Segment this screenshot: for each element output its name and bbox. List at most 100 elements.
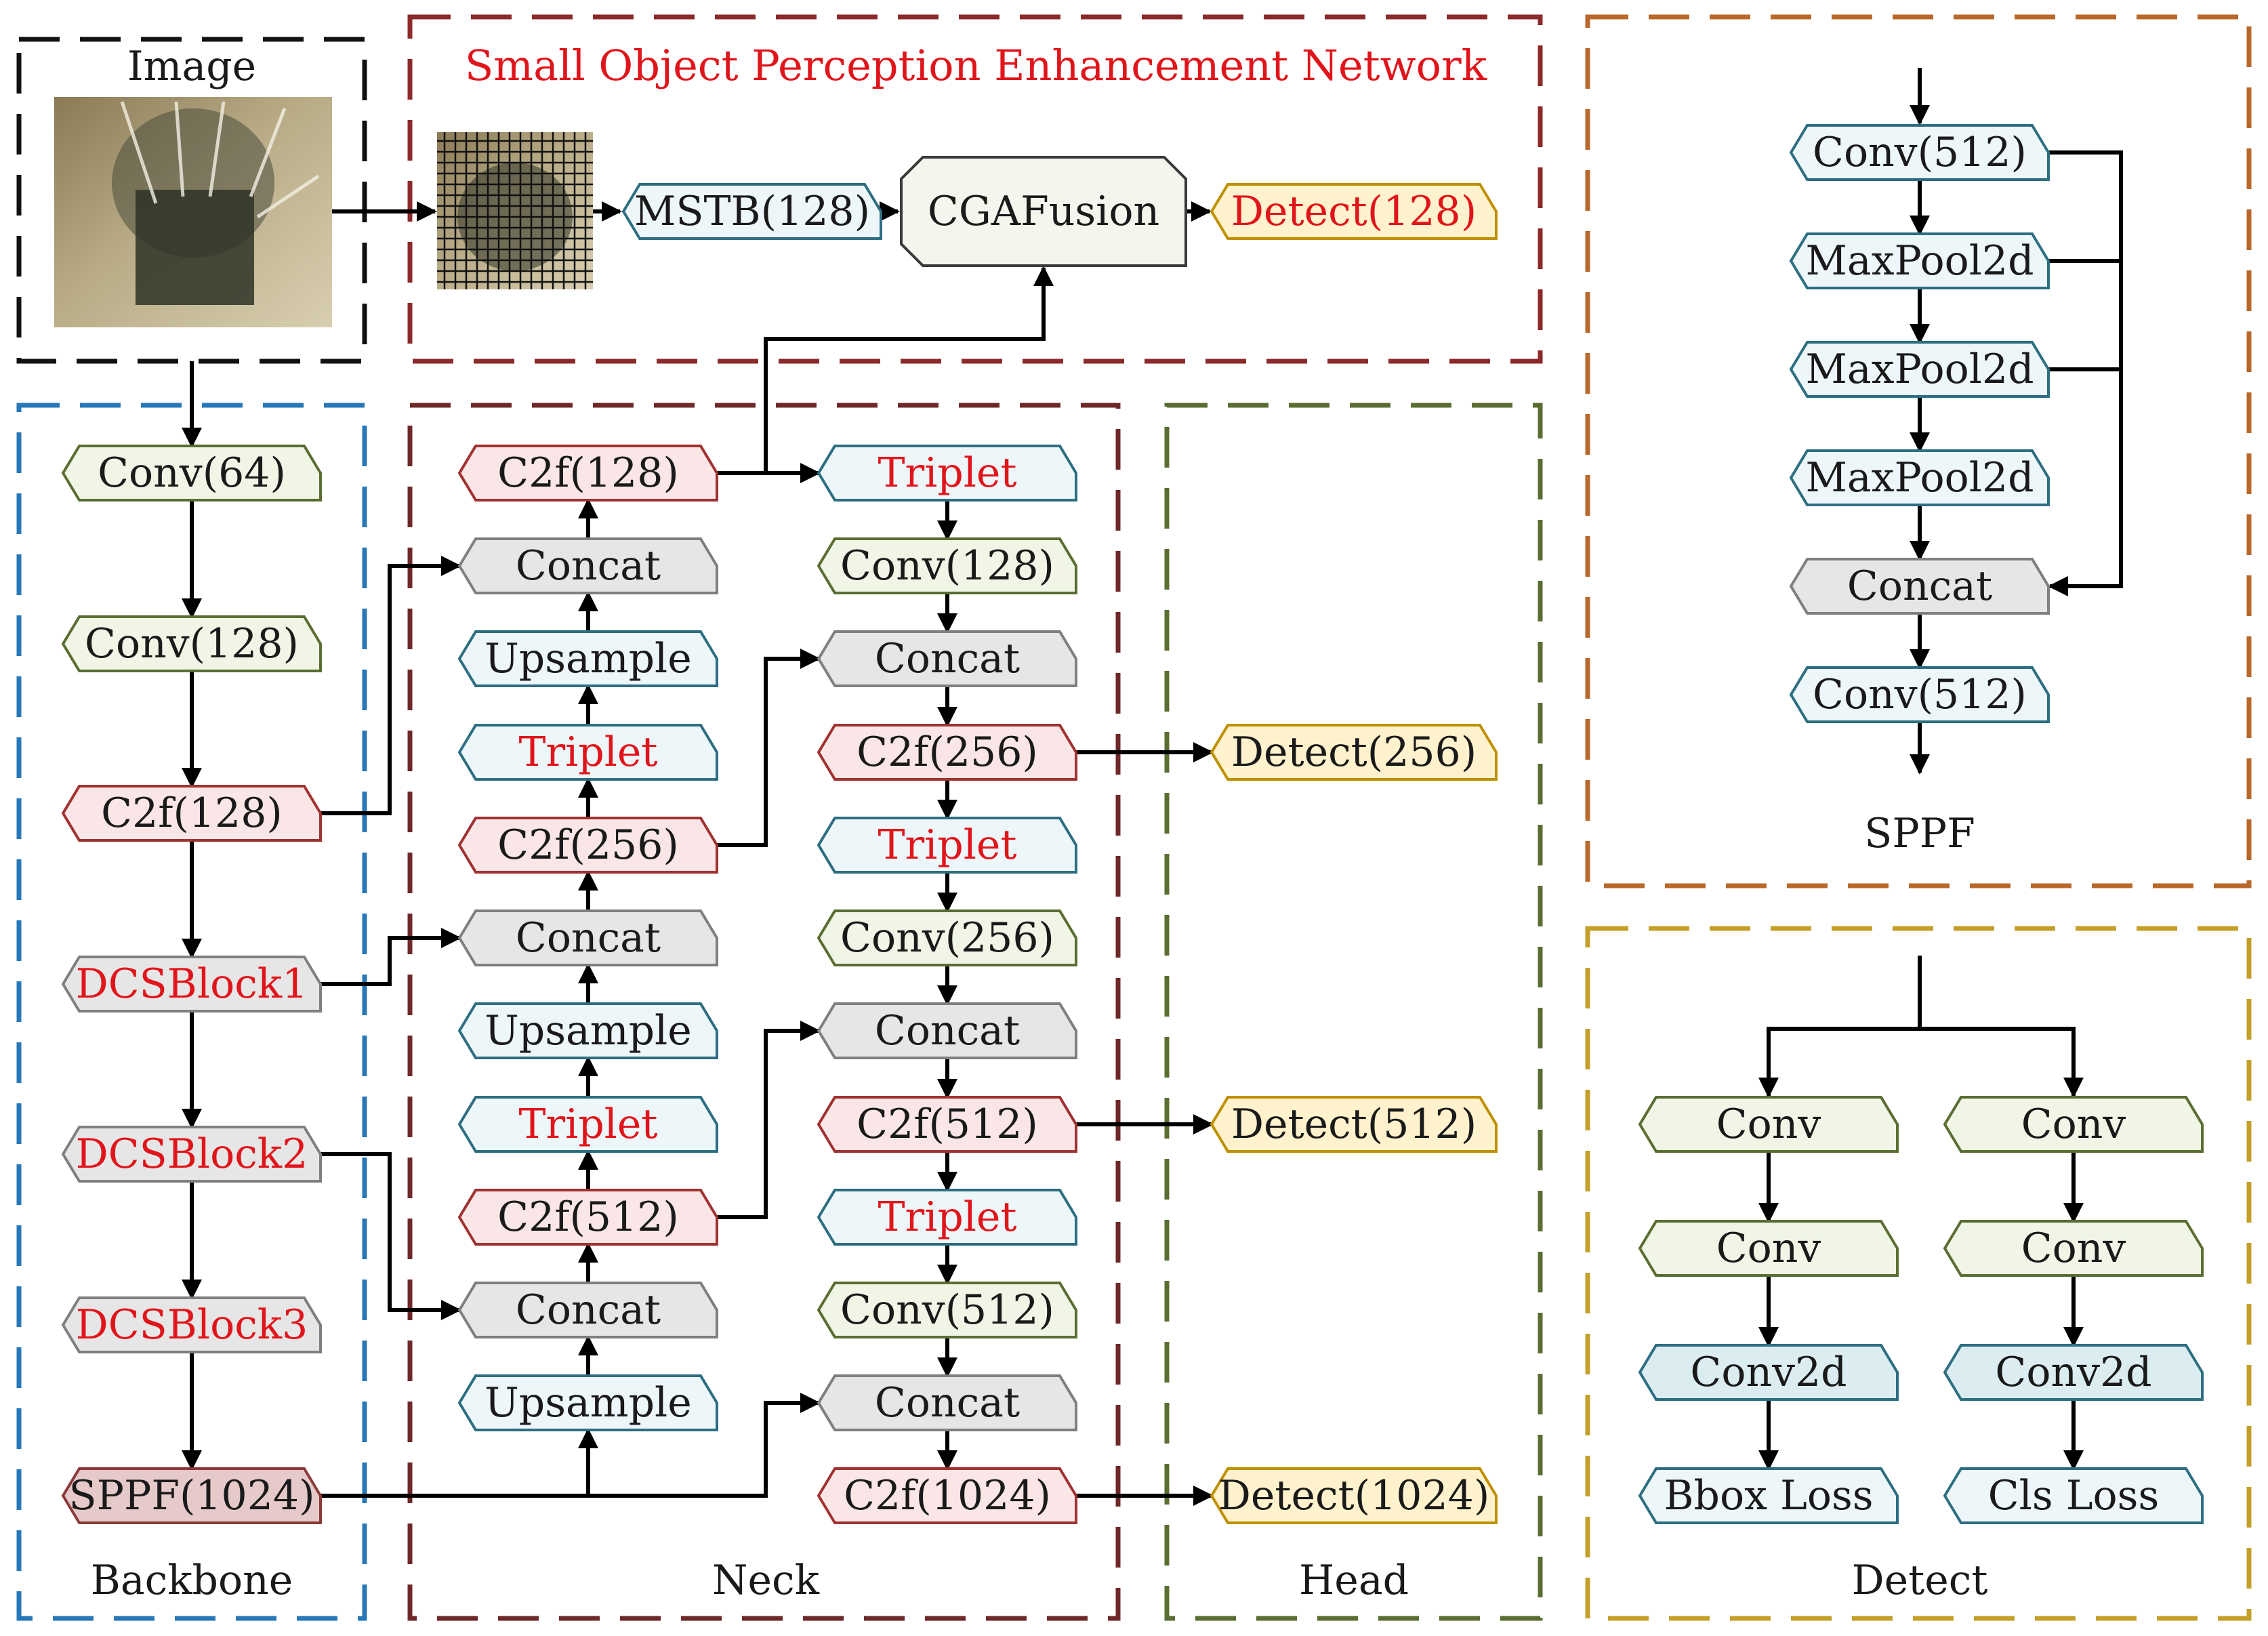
edge-detect-branch-right: [1920, 1027, 2084, 1098]
detect-left-conv-1: Conv: [1638, 1220, 1899, 1277]
patched-image: [437, 132, 593, 289]
sppf-concat-4: Concat: [1789, 558, 2050, 615]
sppf-conv-512-0: Conv(512): [1789, 124, 2050, 181]
neck-right-triplet-0: Triplet: [817, 445, 1077, 502]
backbone-title: Backbone: [91, 1557, 293, 1604]
sppf-maxpool2d-3-label: MaxPool2d: [1805, 454, 2034, 502]
backbone-dcsblock1-3-shape: [61, 956, 322, 1013]
head-detect-256-shape: [1210, 724, 1498, 781]
neck-left-concat-9-label: Concat: [516, 1286, 661, 1334]
neck-left-upsample-2-shape: [457, 630, 718, 687]
backbone-dcsblock3-5-label: DCSBlock3: [76, 1301, 308, 1349]
detect-left-bbox-loss-3-label: Bbox Loss: [1664, 1472, 1873, 1519]
head-title: Head: [1299, 1557, 1409, 1604]
detect-left-conv-0-label: Conv: [1716, 1101, 1821, 1148]
edge-sppf-to-concat: [588, 1393, 821, 1498]
neck-right-triplet-8: Triplet: [817, 1189, 1077, 1246]
neck-right-triplet-8-label: Triplet: [878, 1193, 1016, 1241]
neck-left-concat-1-label: Concat: [516, 542, 661, 590]
neck-left-concat-5-label: Concat: [516, 914, 661, 962]
head-detect-512: Detect(512): [1210, 1096, 1498, 1153]
neck-left-c2f-512-8-label: C2f(512): [497, 1193, 679, 1241]
detect-right-conv-0-shape: [1943, 1096, 2204, 1153]
sope-frame: [407, 14, 1543, 364]
backbone-conv-128-1: Conv(128): [61, 615, 322, 672]
sppf-maxpool2d-1-label: MaxPool2d: [1805, 237, 2034, 285]
detect-right-cls-loss-3-label: Cls Loss: [1988, 1472, 2160, 1519]
neck-left-concat-1: Concat: [457, 537, 718, 594]
neck-left-concat-9-shape: [457, 1282, 718, 1338]
neck-left-upsample-6-shape: [457, 1002, 718, 1059]
backbone-conv-64-0-label: Conv(64): [98, 449, 286, 497]
connection-arrows: [182, 68, 2123, 1506]
detect-left-conv-1-label: Conv: [1716, 1225, 1821, 1272]
neck-left-upsample-10: Upsample: [457, 1374, 718, 1431]
mstb-block: MSTB(128): [621, 183, 882, 240]
head-frame: [1164, 403, 1543, 1621]
sope-title: Small Object Perception Enhancement Netw…: [465, 41, 1487, 90]
edge-dcs2-to-concat: [321, 1152, 461, 1320]
backbone-c2f-128-2: C2f(128): [61, 785, 322, 842]
edge-neck-to-fusion: [764, 266, 1054, 473]
neck-right-concat-10: Concat: [817, 1374, 1077, 1431]
neck-right-triplet-4-shape: [817, 817, 1077, 874]
sppf-conv-512-5-label: Conv(512): [1813, 671, 2027, 718]
sppf-maxpool2d-1-shape: [1789, 232, 2050, 289]
section-frames: [16, 14, 2252, 1621]
detect-right-conv-0-label: Conv: [2021, 1101, 2126, 1148]
detect-left-conv-0-shape: [1638, 1096, 1899, 1153]
neck-left-triplet-7-label: Triplet: [518, 1101, 657, 1148]
sppf-maxpool2d-3: MaxPool2d: [1789, 449, 2050, 506]
neck-left-concat-5-shape: [457, 909, 718, 966]
neck-right-c2f-512-7-label: C2f(512): [857, 1101, 1038, 1148]
sppf-maxpool2d-3-shape: [1789, 449, 2050, 506]
detect-right-conv-1-shape: [1943, 1220, 2204, 1277]
detect-left-conv-1-shape: [1638, 1220, 1899, 1277]
backbone-dcsblock1-3-label: DCSBlock1: [76, 960, 308, 1008]
neck-left-c2f-256-4: C2f(256): [457, 817, 718, 874]
neck-left-upsample-2: Upsample: [457, 630, 718, 687]
neck-right-conv-256-5-shape: [817, 909, 1077, 966]
neck-right-concat-6: Concat: [817, 1002, 1077, 1059]
detect-right-cls-loss-3-shape: [1943, 1467, 2204, 1524]
detect-left-conv-0: Conv: [1638, 1096, 1899, 1153]
neck-left-c2f-128-0: C2f(128): [457, 445, 718, 502]
detect-right-conv-1-label: Conv: [2021, 1225, 2126, 1272]
cgafusion-label: CGAFusion: [928, 188, 1159, 235]
sppf-maxpool2d-1: MaxPool2d: [1789, 232, 2050, 289]
detect-left-conv2d-2-shape: [1638, 1344, 1899, 1401]
edge-c2f512-to-concat: [717, 1021, 821, 1219]
backbone-sppf-1024-6: SPPF(1024): [61, 1467, 322, 1524]
neck-right-c2f-1024-11: C2f(1024): [817, 1467, 1077, 1524]
backbone-dcsblock1-3: DCSBlock1: [61, 956, 322, 1013]
neck-left-c2f-256-4-label: C2f(256): [497, 821, 679, 869]
sope-detect-block: Detect(128): [1210, 183, 1498, 240]
neck-left-triplet-3-label: Triplet: [518, 729, 657, 776]
neck-left-triplet-3-shape: [457, 724, 718, 781]
backbone-c2f-128-2-label: C2f(128): [101, 790, 283, 837]
neck-left-upsample-10-label: Upsample: [484, 1379, 692, 1427]
neck-left-concat-9: Concat: [457, 1282, 718, 1338]
head-detect-256: Detect(256): [1210, 724, 1498, 781]
edge-c2f128-to-concat: [321, 556, 461, 815]
neck-left-triplet-7: Triplet: [457, 1096, 718, 1153]
neck-right-concat-2-shape: [817, 630, 1077, 687]
sppf-concat-4-label: Concat: [1847, 563, 1992, 610]
sope-detect-block-label: Detect(128): [1231, 188, 1477, 235]
neck-right-triplet-0-label: Triplet: [878, 449, 1016, 497]
cgafusion-block: CGAFusion: [900, 156, 1187, 267]
neck-right-triplet-0-shape: [817, 445, 1077, 502]
detect-right-conv-0: Conv: [1943, 1096, 2204, 1153]
neck-right-conv-128-1-label: Conv(128): [840, 542, 1054, 590]
sope-detect-block-shape: [1210, 183, 1498, 240]
image-frame: [16, 37, 367, 364]
sppf-frame: [1585, 14, 2252, 888]
neck-right-triplet-4-label: Triplet: [878, 821, 1016, 869]
image-title: Image: [127, 43, 256, 90]
neck-left-upsample-2-label: Upsample: [484, 635, 692, 682]
detect-right-conv2d-2-label: Conv2d: [1995, 1349, 2151, 1396]
sppf-maxpool2d-2-label: MaxPool2d: [1805, 346, 2034, 393]
backbone-dcsblock2-4-shape: [61, 1126, 322, 1183]
